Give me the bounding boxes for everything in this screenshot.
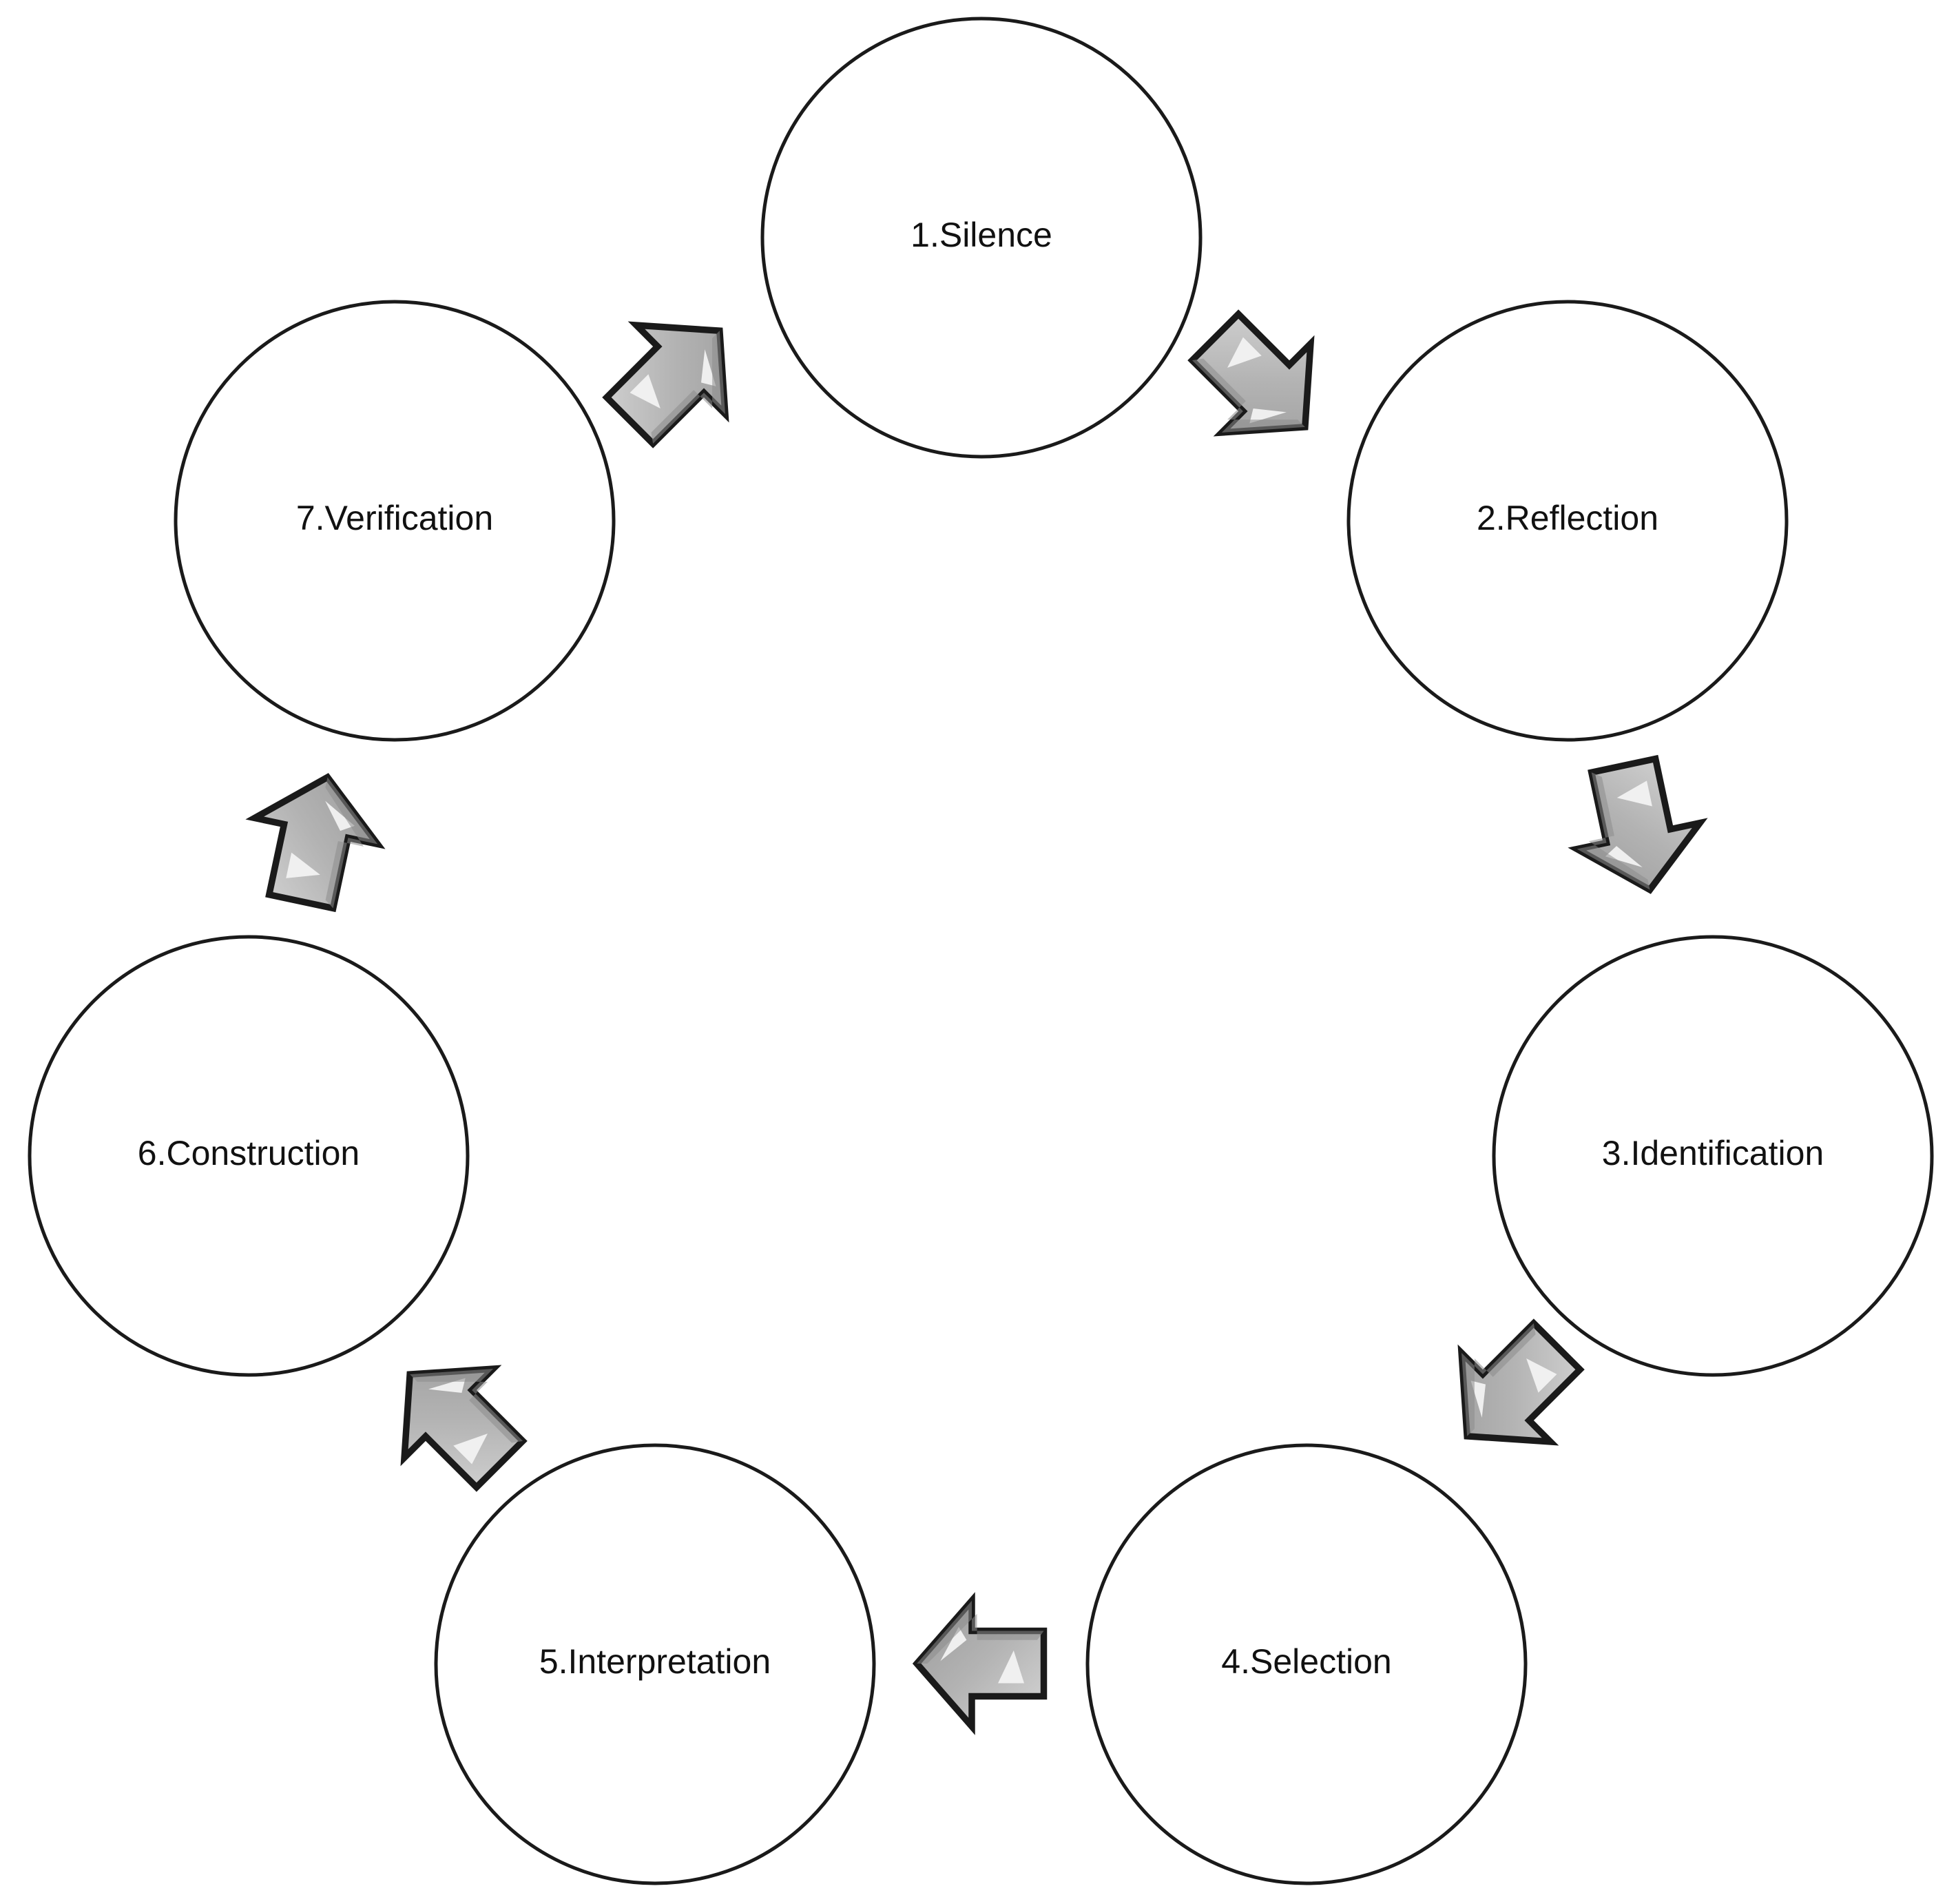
node-label-verification: 7.Verification [296,499,493,537]
node-verification: 7.Verification [174,300,616,742]
arrow-reflection-to-identification [1568,754,1708,894]
node-selection: 4.Selection [1085,1443,1528,1885]
node-label-identification: 3.Identification [1602,1134,1824,1172]
arrow-silence-to-reflection [1187,309,1315,437]
node-silence: 1.Silence [760,17,1203,459]
node-construction: 6.Construction [28,935,470,1377]
arrow-verification-to-silence [602,321,729,448]
node-interpretation: 5.Interpretation [434,1443,876,1885]
node-label-silence: 1.Silence [911,216,1052,254]
arrow-identification-to-selection [1457,1318,1585,1446]
node-label-selection: 4.Selection [1221,1642,1391,1681]
node-reflection: 2.Reflection [1346,300,1789,742]
arrow-construction-to-verification [245,773,386,913]
arrow-interpretation-to-construction [400,1365,528,1492]
node-label-reflection: 2.Reflection [1477,499,1658,537]
node-identification: 3.Identification [1492,935,1934,1377]
node-label-construction: 6.Construction [138,1134,360,1172]
node-label-interpretation: 5.Interpretation [539,1642,771,1681]
arrow-selection-to-interpretation [912,1592,1048,1735]
